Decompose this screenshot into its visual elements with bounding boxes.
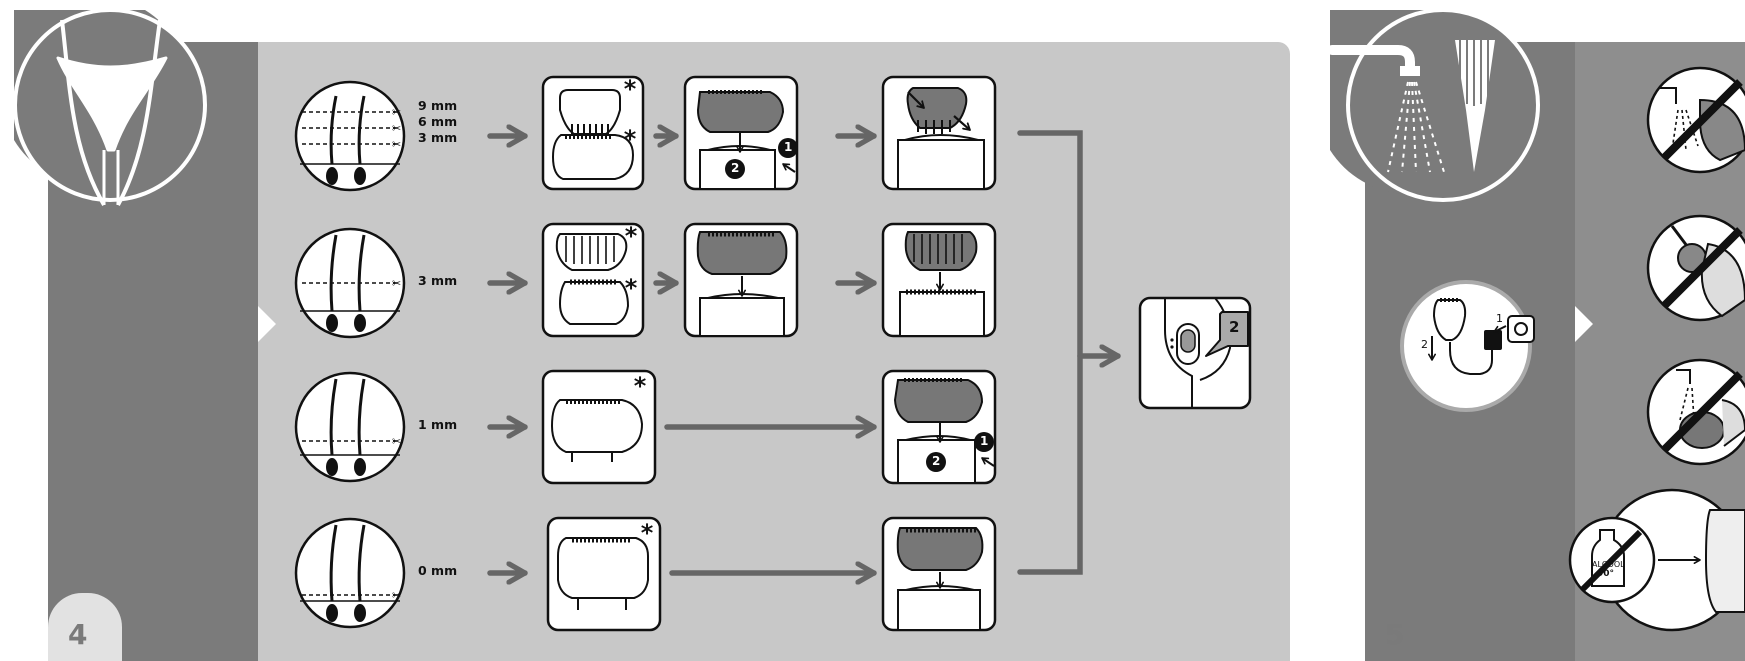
cleaning-badge <box>1327 8 1540 202</box>
step-number-4: 4 <box>68 618 88 651</box>
svg-text:✂: ✂ <box>392 106 401 119</box>
bottle-label-alcohol: ALCOOL <box>1592 560 1625 569</box>
step-badge-1-row1: 1 <box>784 140 793 154</box>
step-badge-2-row1: 2 <box>731 161 740 175</box>
length-label-3mm-row2: 3 mm <box>418 273 458 288</box>
row4-attachments: * <box>546 516 997 632</box>
hair-length-icons: ✂ ✂ ✂ ✂ ✂ ✂ <box>294 80 406 629</box>
hair-length-circle: ✂ <box>294 227 406 339</box>
bottle-label-degree: 90° <box>1597 569 1615 579</box>
no-alcohol-icon <box>1568 488 1745 632</box>
svg-text:✂: ✂ <box>392 435 401 448</box>
step-badge-2-row3: 2 <box>932 454 941 468</box>
svg-text:✂: ✂ <box>392 589 401 602</box>
flow-arrows <box>487 133 1121 573</box>
hair-length-circle: ✂ ✂ ✂ <box>294 80 406 192</box>
length-label-0mm: 0 mm <box>418 563 458 578</box>
length-label-9mm: 9 mm <box>418 98 458 113</box>
svg-text:*: * <box>641 519 654 547</box>
switch-setting-number: 2 <box>1229 318 1240 336</box>
charging-step-1: 1 <box>1496 312 1503 325</box>
no-water-on-cord-icon <box>1646 66 1745 174</box>
no-rinse-head-icon <box>1646 358 1745 466</box>
svg-text:*: * <box>624 125 637 153</box>
row3-attachments: * <box>541 369 997 485</box>
step4-light-panel <box>258 42 1290 661</box>
step-badge-1-row3: 1 <box>980 434 989 448</box>
svg-text:✂: ✂ <box>392 277 401 290</box>
svg-text:*: * <box>625 274 638 302</box>
cleaning-warnings <box>1568 66 1745 632</box>
no-sharp-tool-icon <box>1646 214 1745 322</box>
length-label-6mm: 6 mm <box>418 114 458 129</box>
svg-text:✂: ✂ <box>392 138 401 151</box>
svg-text:*: * <box>634 372 647 400</box>
hair-length-circle: ✂ <box>294 517 406 629</box>
length-label-3mm-row1: 3 mm <box>418 130 458 145</box>
svg-text:✂: ✂ <box>392 122 401 135</box>
step-number-5: 5 <box>1385 618 1405 651</box>
charging-step-2: 2 <box>1421 338 1428 351</box>
length-label-1mm: 1 mm <box>418 417 458 432</box>
row1-attachments: * * <box>541 75 997 191</box>
row2-attachments: * * <box>541 222 997 338</box>
switch-setting-tile <box>1138 296 1252 410</box>
charging-icon <box>1400 280 1535 412</box>
hair-length-circle: ✂ <box>294 371 406 483</box>
bikini-zone-badge <box>13 8 207 207</box>
svg-text:*: * <box>624 75 637 103</box>
svg-text:*: * <box>625 222 638 250</box>
